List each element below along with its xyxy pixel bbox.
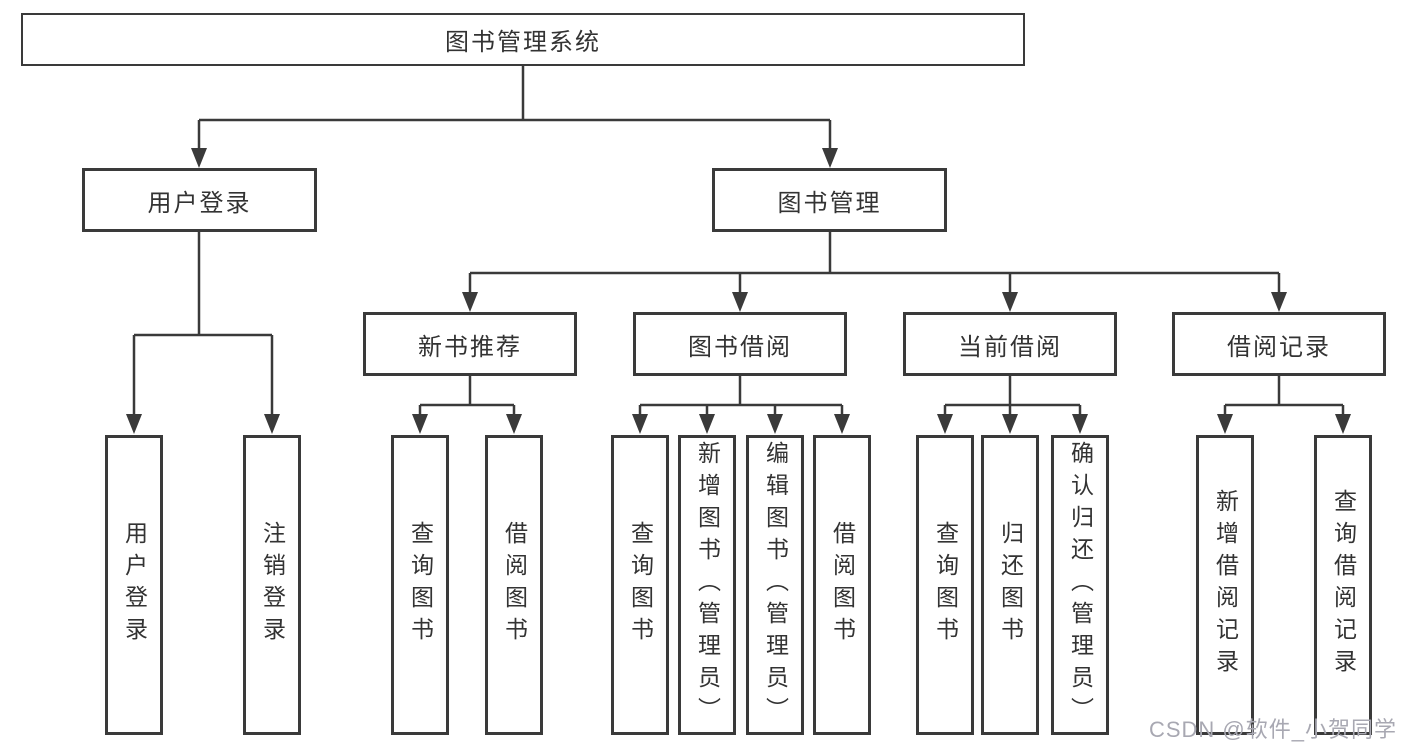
- node-label: 图书管理系统: [445, 29, 601, 56]
- node-new-book-recommendation: 新书推荐: [363, 312, 577, 376]
- leaf-query-books-recommend: 查询图书: [391, 435, 449, 735]
- csdn-watermark: CSDN @软件_小贺同学: [1148, 717, 1397, 742]
- node-label: 查询图书: [932, 521, 959, 649]
- node-book-borrowing: 图书借阅: [633, 312, 847, 376]
- node-label: 借阅图书: [501, 521, 528, 649]
- node-borrowing-records: 借阅记录: [1172, 312, 1386, 376]
- node-label: 编辑图书（管理员）: [762, 441, 789, 729]
- leaf-add-books-admin: 新增图书（管理员）: [678, 435, 736, 735]
- node-label: 新书推荐: [418, 333, 522, 361]
- node-label: 当前借阅: [958, 333, 1062, 361]
- node-label: 借阅记录: [1227, 333, 1331, 361]
- node-library-management-system: 图书管理系统: [21, 13, 1025, 66]
- node-label: 归还图书: [997, 521, 1024, 649]
- leaf-query-books-current: 查询图书: [916, 435, 974, 735]
- node-book-management: 图书管理: [712, 168, 947, 232]
- leaf-edit-books-admin: 编辑图书（管理员）: [746, 435, 804, 735]
- node-label: 查询图书: [627, 521, 654, 649]
- leaf-borrow-books-borrowing: 借阅图书: [813, 435, 871, 735]
- node-label: 用户登录: [121, 521, 148, 649]
- node-user-login: 用户登录: [82, 168, 317, 232]
- node-label: 查询借阅记录: [1330, 489, 1357, 681]
- node-label: 借阅图书: [829, 521, 856, 649]
- leaf-query-borrow-record: 查询借阅记录: [1314, 435, 1372, 735]
- node-label: 查询图书: [407, 521, 434, 649]
- leaf-confirm-return-admin: 确认归还（管理员）: [1051, 435, 1109, 735]
- node-current-borrowing: 当前借阅: [903, 312, 1117, 376]
- leaf-logout: 注销登录: [243, 435, 301, 735]
- leaf-user-login: 用户登录: [105, 435, 163, 735]
- leaf-borrow-books-recommend: 借阅图书: [485, 435, 543, 735]
- node-label: 图书借阅: [688, 333, 792, 361]
- leaf-query-books-borrowing: 查询图书: [611, 435, 669, 735]
- node-label: 图书管理: [777, 189, 882, 217]
- node-label: 用户登录: [147, 189, 252, 217]
- node-label: 确认归还（管理员）: [1067, 441, 1094, 729]
- node-label: 注销登录: [259, 521, 286, 649]
- leaf-add-borrow-record: 新增借阅记录: [1196, 435, 1254, 735]
- leaf-return-books: 归还图书: [981, 435, 1039, 735]
- node-label: 新增图书（管理员）: [694, 441, 721, 729]
- node-label: 新增借阅记录: [1212, 489, 1239, 681]
